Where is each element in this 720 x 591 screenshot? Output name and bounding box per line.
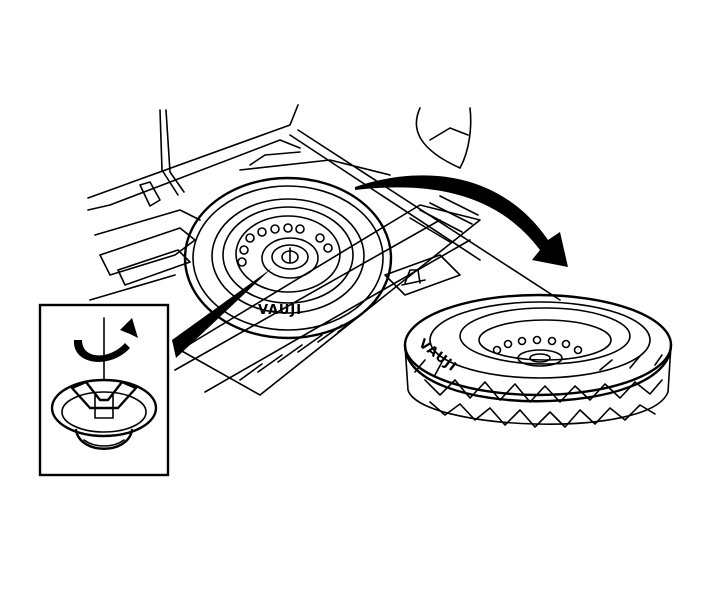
tread-pattern [414,354,663,428]
removed-wheel-holes [492,335,583,355]
spare-tire-removed: VAUJI [403,293,673,428]
removal-arrow [355,175,568,267]
rotate-counterclockwise-icon [73,318,138,362]
spare-tire-in-well: VAUJI [183,176,393,340]
wing-nut-retainer [50,378,158,450]
wheel-holes [237,223,333,267]
callout-pointer [172,268,272,358]
tire-marking: VAUJI [258,303,302,318]
inset-callout [38,303,170,477]
